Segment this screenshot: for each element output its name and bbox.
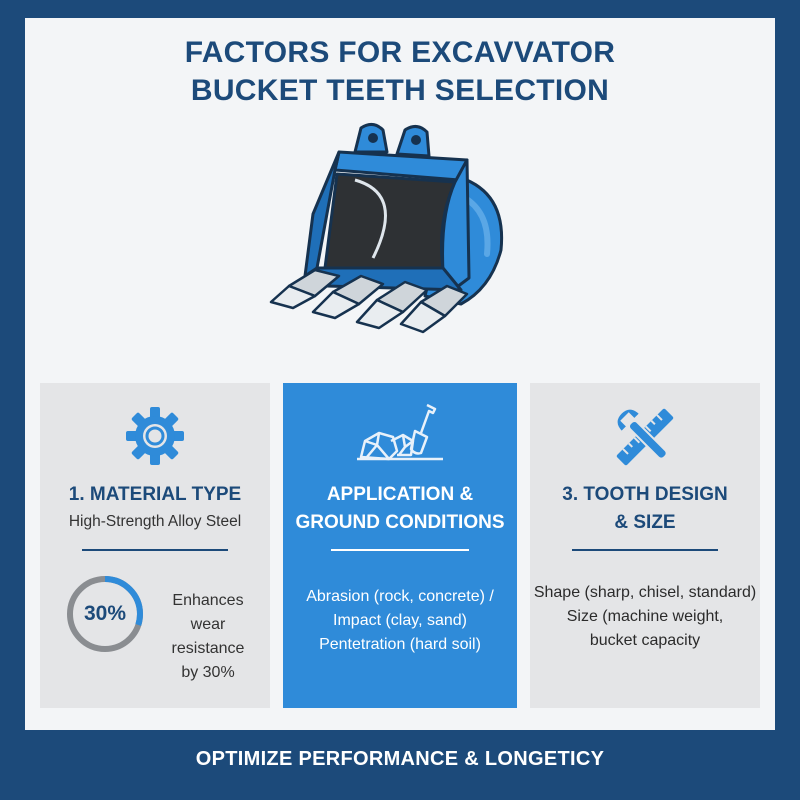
progress-ring <box>67 576 143 652</box>
progress-ring-arc <box>67 576 143 652</box>
divider <box>572 549 718 551</box>
card-tooth-design: 3. TOOTH DESIGN & SIZE Shape (sharp, chi… <box>530 383 760 708</box>
card-material-type: 1. MATERIAL TYPE High-Strength Alloy Ste… <box>40 383 270 708</box>
stat-caption: Enhances wear resistance by 30% <box>154 589 262 685</box>
card-title-line: GROUND CONDITIONS <box>295 512 505 533</box>
card-body-line: Size (machine weight, <box>566 608 724 625</box>
card-subtitle: High-Strength Alloy Steel <box>68 513 242 530</box>
card-body-line: Impact (clay, sand) <box>333 612 467 629</box>
stat-caption-line: by 30% <box>181 664 235 681</box>
stat-value: 30% <box>83 602 127 625</box>
rocks-shovel-icon <box>357 403 443 461</box>
card-application: APPLICATION & GROUND CONDITIONS Abrasion… <box>283 383 517 708</box>
card-title-line: APPLICATION & <box>326 484 474 505</box>
card-body-line: Shape (sharp, chisel, standard) <box>533 584 757 601</box>
title-line-1: FACTORS FOR EXCAVVATOR <box>184 36 616 69</box>
divider <box>82 549 228 551</box>
page-title: FACTORS FOR EXCAVVATOR BUCKET TEETH SELE… <box>0 34 800 110</box>
footer-tagline: OPTIMIZE PERFORMANCE & LONGETICY <box>195 748 605 770</box>
excavator-bucket-illustration <box>269 123 504 334</box>
card-body-line: Abrasion (rock, concrete) / <box>306 588 494 605</box>
stat-caption-line: resistance <box>171 640 245 657</box>
card-body-line: Pentetration (hard soil) <box>319 636 481 653</box>
card-title: 1. MATERIAL TYPE <box>68 484 242 505</box>
card-body: Abrasion (rock, concrete) / Impact (clay… <box>283 585 517 657</box>
divider <box>331 549 469 551</box>
card-title: APPLICATION & GROUND CONDITIONS <box>283 481 517 537</box>
card-body: Shape (sharp, chisel, standard) Size (ma… <box>530 581 760 653</box>
card-body-line: bucket capacity <box>589 632 701 649</box>
card-title-line: & SIZE <box>614 512 676 533</box>
stat-caption-line: Enhances wear <box>172 592 244 633</box>
title-line-2: BUCKET TEETH SELECTION <box>190 74 610 107</box>
gear-icon <box>126 407 184 465</box>
ruler-wrench-icon <box>615 407 674 466</box>
card-title: 3. TOOTH DESIGN & SIZE <box>530 481 760 537</box>
card-title-line: 3. TOOTH DESIGN <box>562 484 728 505</box>
